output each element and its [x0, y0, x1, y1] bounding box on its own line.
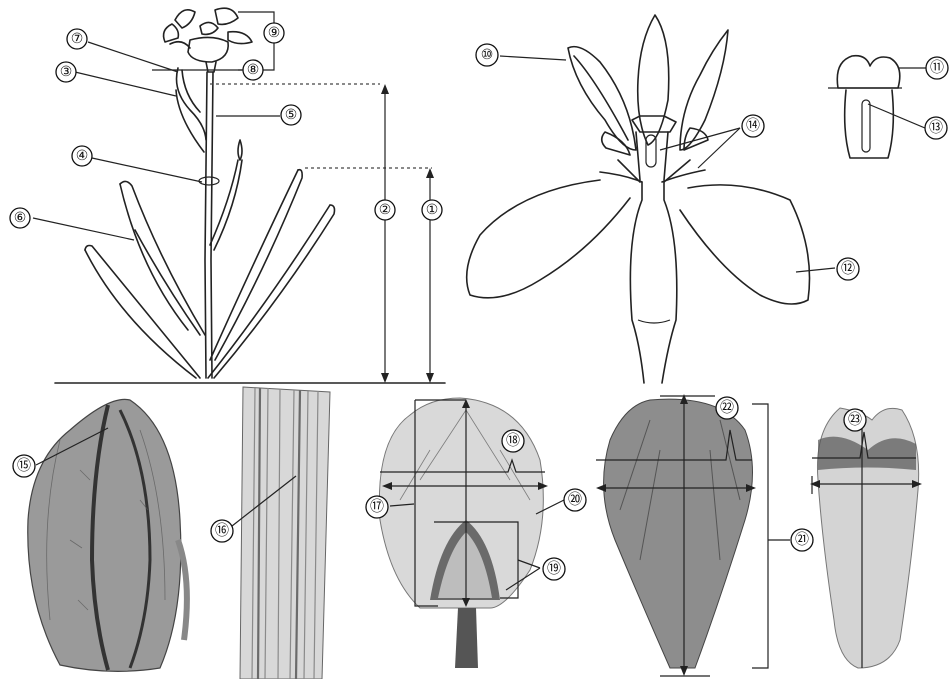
callout-21: ㉑	[791, 529, 813, 551]
fall-blade-photo	[596, 394, 790, 676]
svg-text:⑮: ⑮	[17, 458, 31, 474]
standard-petal-photo	[810, 408, 922, 668]
callout-14: ⑭	[742, 115, 764, 137]
callout-12: ⑫	[837, 258, 859, 280]
whole-plant-drawing	[33, 8, 445, 383]
callout-6: ⑥	[10, 208, 30, 228]
anther-detail-drawing	[828, 56, 934, 158]
svg-text:⑯: ⑯	[215, 523, 229, 539]
svg-text:⑥: ⑥	[14, 210, 27, 226]
svg-text:⑱: ⑱	[506, 433, 520, 449]
open-flower-drawing	[467, 15, 835, 383]
callout-13: ⑬	[925, 117, 947, 139]
callout-7: ⑦	[67, 29, 87, 49]
callout-11: ⑪	[926, 57, 948, 79]
callout-17: ⑰	[366, 496, 388, 518]
callout-3: ③	[56, 62, 76, 82]
svg-text:㉓: ㉓	[848, 412, 862, 428]
svg-text:⑳: ⑳	[568, 492, 582, 508]
svg-text:①: ①	[426, 202, 439, 218]
callout-9: ⑨	[264, 23, 284, 43]
callout-18: ⑱	[502, 430, 524, 452]
svg-text:⑰: ⑰	[370, 499, 384, 515]
svg-text:⑬: ⑬	[929, 120, 943, 136]
callout-4: ④	[72, 146, 92, 166]
svg-text:⑧: ⑧	[247, 62, 260, 78]
callout-22: ㉒	[716, 397, 738, 419]
svg-text:⑦: ⑦	[71, 31, 84, 47]
callout-15: ⑮	[13, 455, 35, 477]
callout-2: ②	[375, 200, 395, 220]
callout-23: ㉓	[844, 409, 866, 431]
svg-text:⑩: ⑩	[481, 47, 494, 63]
svg-text:⑫: ⑫	[841, 261, 855, 277]
svg-text:③: ③	[60, 64, 73, 80]
callout-8: ⑧	[243, 60, 263, 80]
svg-text:⑨: ⑨	[268, 25, 281, 41]
leaf-surface-photo	[232, 387, 330, 679]
capsule-photo	[28, 399, 187, 671]
callout-16: ⑯	[211, 520, 233, 542]
svg-text:⑲: ⑲	[547, 561, 561, 577]
svg-text:⑤: ⑤	[285, 107, 298, 123]
fall-petal-photo	[379, 398, 564, 668]
svg-text:②: ②	[379, 202, 392, 218]
svg-text:㉑: ㉑	[795, 532, 809, 548]
svg-text:⑭: ⑭	[746, 118, 760, 134]
callout-10: ⑩	[476, 44, 498, 66]
svg-text:④: ④	[76, 148, 89, 164]
callout-1: ①	[422, 200, 442, 220]
svg-text:㉒: ㉒	[720, 400, 734, 416]
callout-20: ⑳	[564, 489, 586, 511]
callout-19: ⑲	[543, 558, 565, 580]
svg-text:⑪: ⑪	[930, 60, 944, 76]
callout-5: ⑤	[281, 105, 301, 125]
